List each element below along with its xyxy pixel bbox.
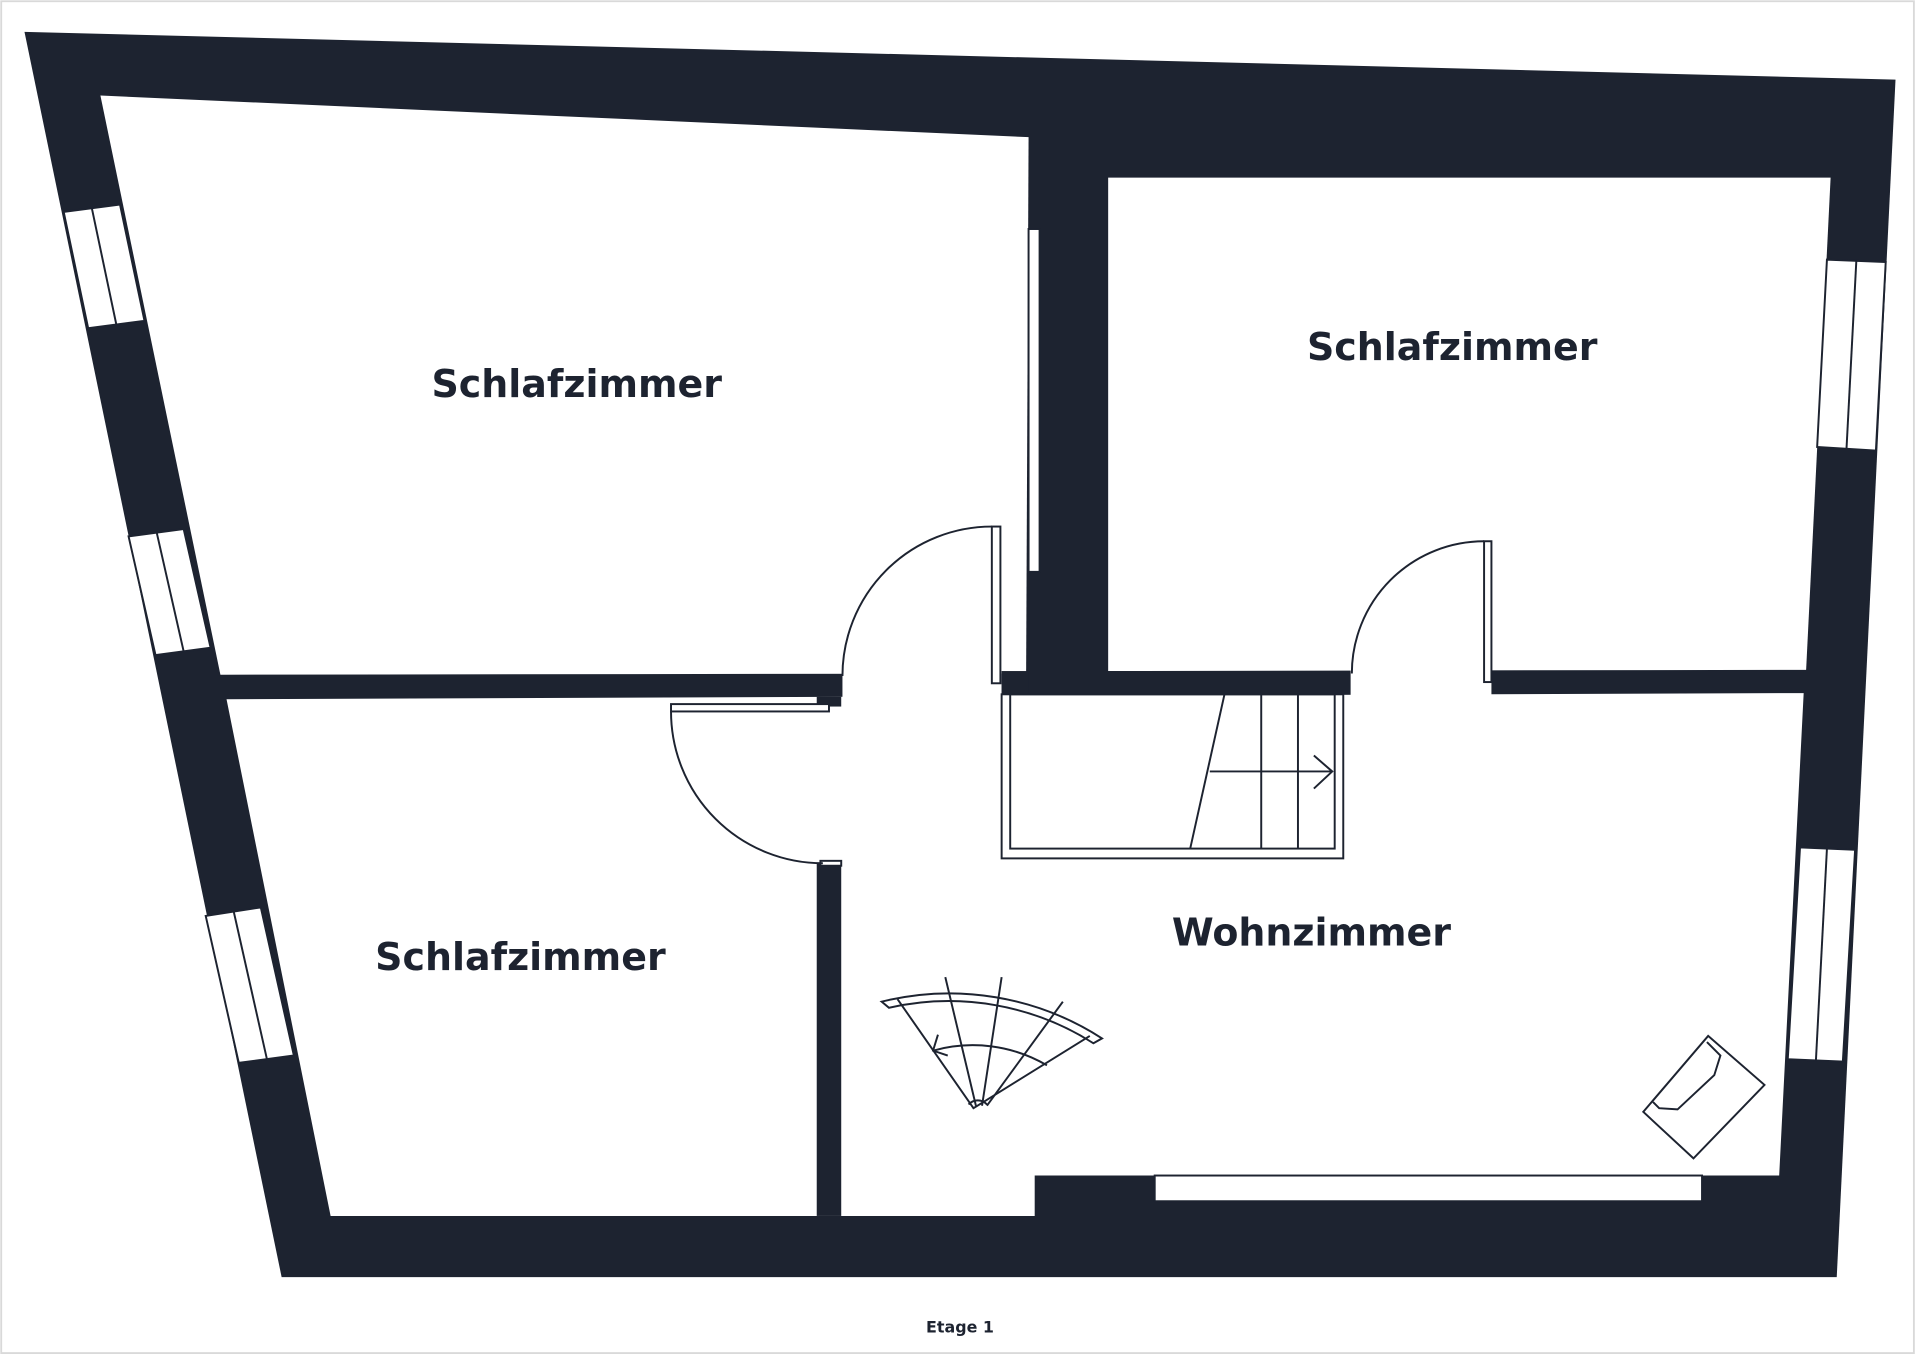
interior-wall	[1001, 671, 1029, 696]
interior-wall	[816, 696, 842, 707]
door-gap	[1350, 667, 1492, 697]
kitchen-appliance	[1641, 1034, 1766, 1160]
room-floor-bedroom-top-right	[1108, 177, 1831, 672]
door-leaf	[1483, 540, 1493, 684]
room-label-bedroom-top-right: Schlafzimmer	[1307, 325, 1598, 369]
door-swing	[841, 525, 992, 676]
door-swing	[1350, 540, 1485, 674]
windows	[62, 203, 1887, 1203]
room-label-bedroom-lower-left: Schlafzimmer	[375, 935, 666, 979]
door-leaf	[670, 703, 830, 713]
door-leaf	[990, 525, 1002, 685]
room-floor-lower	[226, 693, 1804, 1216]
room-floor-bedroom-top-left	[100, 95, 1029, 675]
room-label-living-room: Wohnzimmer	[1172, 910, 1451, 954]
staircase	[1000, 693, 1345, 860]
interior-wall	[816, 863, 842, 1216]
spiral-staircase	[879, 976, 1104, 1110]
wall-window	[1027, 228, 1041, 573]
door-swing	[670, 711, 823, 865]
door-gap	[842, 671, 1002, 702]
room-label-bedroom-top-left: Schlafzimmer	[431, 362, 722, 406]
door-leaf	[819, 859, 843, 867]
floor-label: Etage 1	[926, 1317, 994, 1336]
